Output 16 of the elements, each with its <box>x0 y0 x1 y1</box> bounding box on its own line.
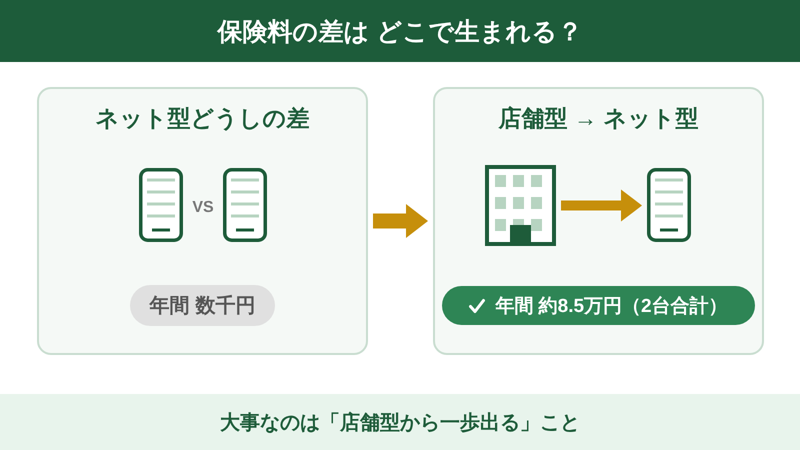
amount-text: 年間 約8.5万円（2台合計） <box>495 294 728 318</box>
vs-label: VS <box>192 199 214 217</box>
amount-tag: 年間 数千円 <box>130 285 275 326</box>
phone-icon <box>139 168 183 242</box>
footer-banner: 大事なのは「店舗型から一歩出る」こと <box>0 394 800 450</box>
phone-icon <box>223 168 267 242</box>
panel-title: ネット型どうしの差 <box>96 104 310 133</box>
panel <box>433 87 764 355</box>
building-icon <box>485 165 556 246</box>
phone-icon <box>647 168 691 242</box>
amount-tag <box>442 286 755 325</box>
arrow <box>373 204 428 238</box>
title-banner: 保険料の差は どこで生まれる？ <box>0 0 800 62</box>
panel-title: 店舗型 → ネット型 <box>498 104 698 133</box>
panel <box>37 87 368 355</box>
arrow <box>561 190 642 222</box>
